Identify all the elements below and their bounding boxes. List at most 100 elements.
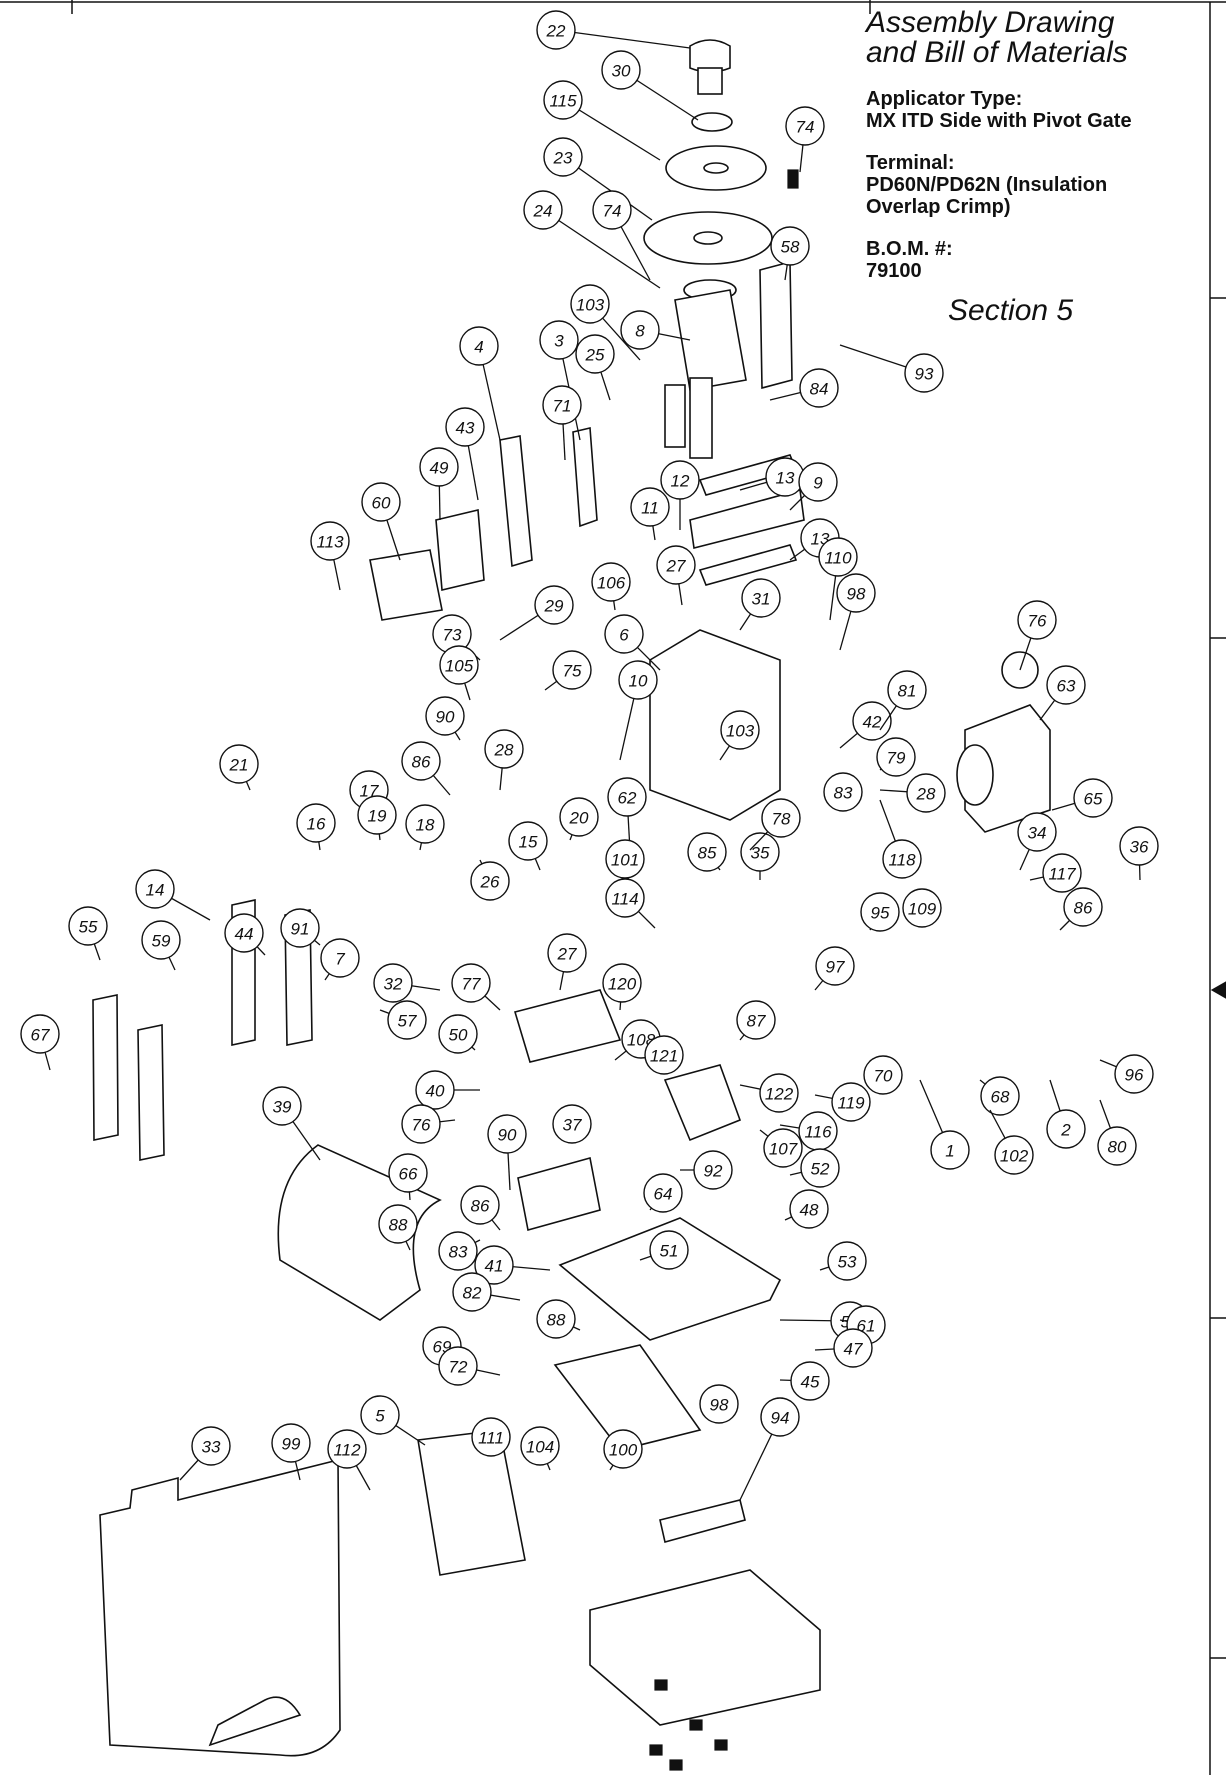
- callout-balloon: 76: [401, 1104, 456, 1144]
- callout-balloon: 117: [1029, 853, 1082, 893]
- callout-number: 114: [611, 890, 638, 909]
- callout-balloon: 86: [401, 741, 451, 796]
- callout-number: 37: [563, 1116, 582, 1135]
- callout-number: 57: [398, 1012, 417, 1031]
- callout-number: 120: [608, 975, 637, 994]
- callout-number: 28: [916, 785, 936, 804]
- callout-number: 90: [498, 1126, 517, 1145]
- callout-number: 51: [660, 1242, 679, 1261]
- callout-number: 98: [710, 1396, 729, 1415]
- callout-balloon: 81: [879, 670, 927, 731]
- callout-number: 74: [603, 202, 622, 221]
- section-label: Section 5: [948, 294, 1074, 327]
- callout-number: 34: [1028, 824, 1047, 843]
- callout-balloon: 92: [680, 1150, 733, 1190]
- callout-number: 4: [474, 338, 483, 357]
- callout-balloon: 88: [536, 1299, 581, 1339]
- callout-number: 70: [874, 1067, 893, 1086]
- callout-number: 11: [641, 499, 659, 518]
- callout-balloon: 15: [508, 821, 548, 871]
- callout-balloon: 32: [373, 963, 441, 1003]
- callout-balloon: 33: [179, 1426, 231, 1481]
- callout-balloon: 6: [604, 614, 661, 671]
- callout-balloon: 120: [602, 963, 642, 1011]
- callout-number: 75: [563, 662, 582, 681]
- callout-number: 65: [1084, 790, 1103, 809]
- callout-number: 71: [553, 397, 572, 416]
- callout-number: 9: [813, 474, 823, 493]
- terminal-type: Terminal: PD60N/PD62N (Insulation Overla…: [866, 152, 1108, 218]
- callout-number: 18: [416, 816, 435, 835]
- callout-number: 1: [945, 1142, 954, 1161]
- callout-balloon: 68: [979, 1076, 1020, 1116]
- callout-number: 7: [335, 950, 345, 969]
- callout-balloon: 103: [719, 710, 760, 761]
- callout-number: 13: [776, 469, 795, 488]
- callout-balloon: 94: [739, 1397, 800, 1501]
- callout-number: 31: [752, 590, 771, 609]
- callout-number: 76: [412, 1116, 431, 1135]
- callout-balloon: 18: [405, 804, 445, 851]
- callout-number: 20: [569, 809, 589, 828]
- callout-number: 43: [456, 419, 475, 438]
- callout-number: 24: [533, 202, 553, 221]
- callout-number: 112: [333, 1441, 361, 1460]
- callout-number: 73: [443, 626, 462, 645]
- callout-number: 47: [844, 1340, 863, 1359]
- callout-number: 3: [554, 332, 564, 351]
- callout-balloon: 50: [438, 1014, 478, 1054]
- callout-number: 28: [494, 741, 514, 760]
- callout-balloon: 57: [379, 1000, 427, 1040]
- callout-number: 86: [1074, 899, 1093, 918]
- callout-number: 52: [811, 1160, 830, 1179]
- callout-number: 59: [152, 932, 171, 951]
- callout-balloon: 110: [818, 537, 858, 621]
- callout-balloon: 27: [547, 933, 587, 991]
- callout-number: 22: [546, 22, 566, 41]
- callout-number: 67: [31, 1026, 50, 1045]
- callout-number: 45: [801, 1373, 820, 1392]
- callout-number: 42: [863, 713, 882, 732]
- leader-line: [542, 209, 661, 289]
- callout-balloon: 96: [1099, 1054, 1154, 1094]
- callout-number: 16: [307, 815, 326, 834]
- callout-balloon: 80: [1097, 1099, 1137, 1166]
- callout-balloon: 63: [1039, 665, 1086, 721]
- callout-number: 116: [804, 1123, 832, 1142]
- callout-balloon: 83: [438, 1231, 481, 1271]
- callout-balloon: 101: [605, 839, 645, 891]
- callout-balloon: 118: [879, 799, 922, 879]
- callout-number: 103: [726, 722, 755, 741]
- callout-balloon: 83: [823, 772, 863, 812]
- callout-number: 68: [991, 1088, 1010, 1107]
- callout-balloon: 35: [740, 832, 780, 880]
- applicator-type: Applicator Type: MX ITD Side with Pivot …: [866, 88, 1132, 132]
- callout-balloon: 84: [769, 368, 839, 408]
- parts-group: [92, 39, 1051, 1771]
- callout-number: 41: [485, 1257, 504, 1276]
- callout-number: 85: [698, 844, 717, 863]
- callout-balloon: 113: [310, 521, 350, 591]
- callout-number: 72: [449, 1358, 468, 1377]
- callout-balloon: 13: [739, 457, 805, 497]
- callout-balloon: 25: [575, 334, 615, 401]
- callout-balloon: 55: [68, 906, 108, 961]
- callout-number: 104: [526, 1438, 554, 1457]
- callout-number: 30: [612, 62, 631, 81]
- callout-balloon: 49: [419, 447, 459, 521]
- callout-number: 49: [430, 459, 449, 478]
- callout-balloon: 109: [902, 888, 942, 928]
- callout-balloon: 26: [470, 859, 510, 901]
- callout-balloon: 106: [591, 562, 631, 611]
- callout-balloon: 112: [327, 1429, 371, 1491]
- callout-number: 99: [282, 1435, 301, 1454]
- callout-number: 101: [611, 851, 639, 870]
- callout-balloon: 7: [320, 938, 360, 981]
- callout-number: 115: [549, 92, 577, 111]
- callout-balloon: 82: [452, 1272, 521, 1312]
- callout-balloon: 31: [739, 578, 781, 631]
- callout-number: 83: [834, 784, 853, 803]
- callout-number: 36: [1130, 838, 1149, 857]
